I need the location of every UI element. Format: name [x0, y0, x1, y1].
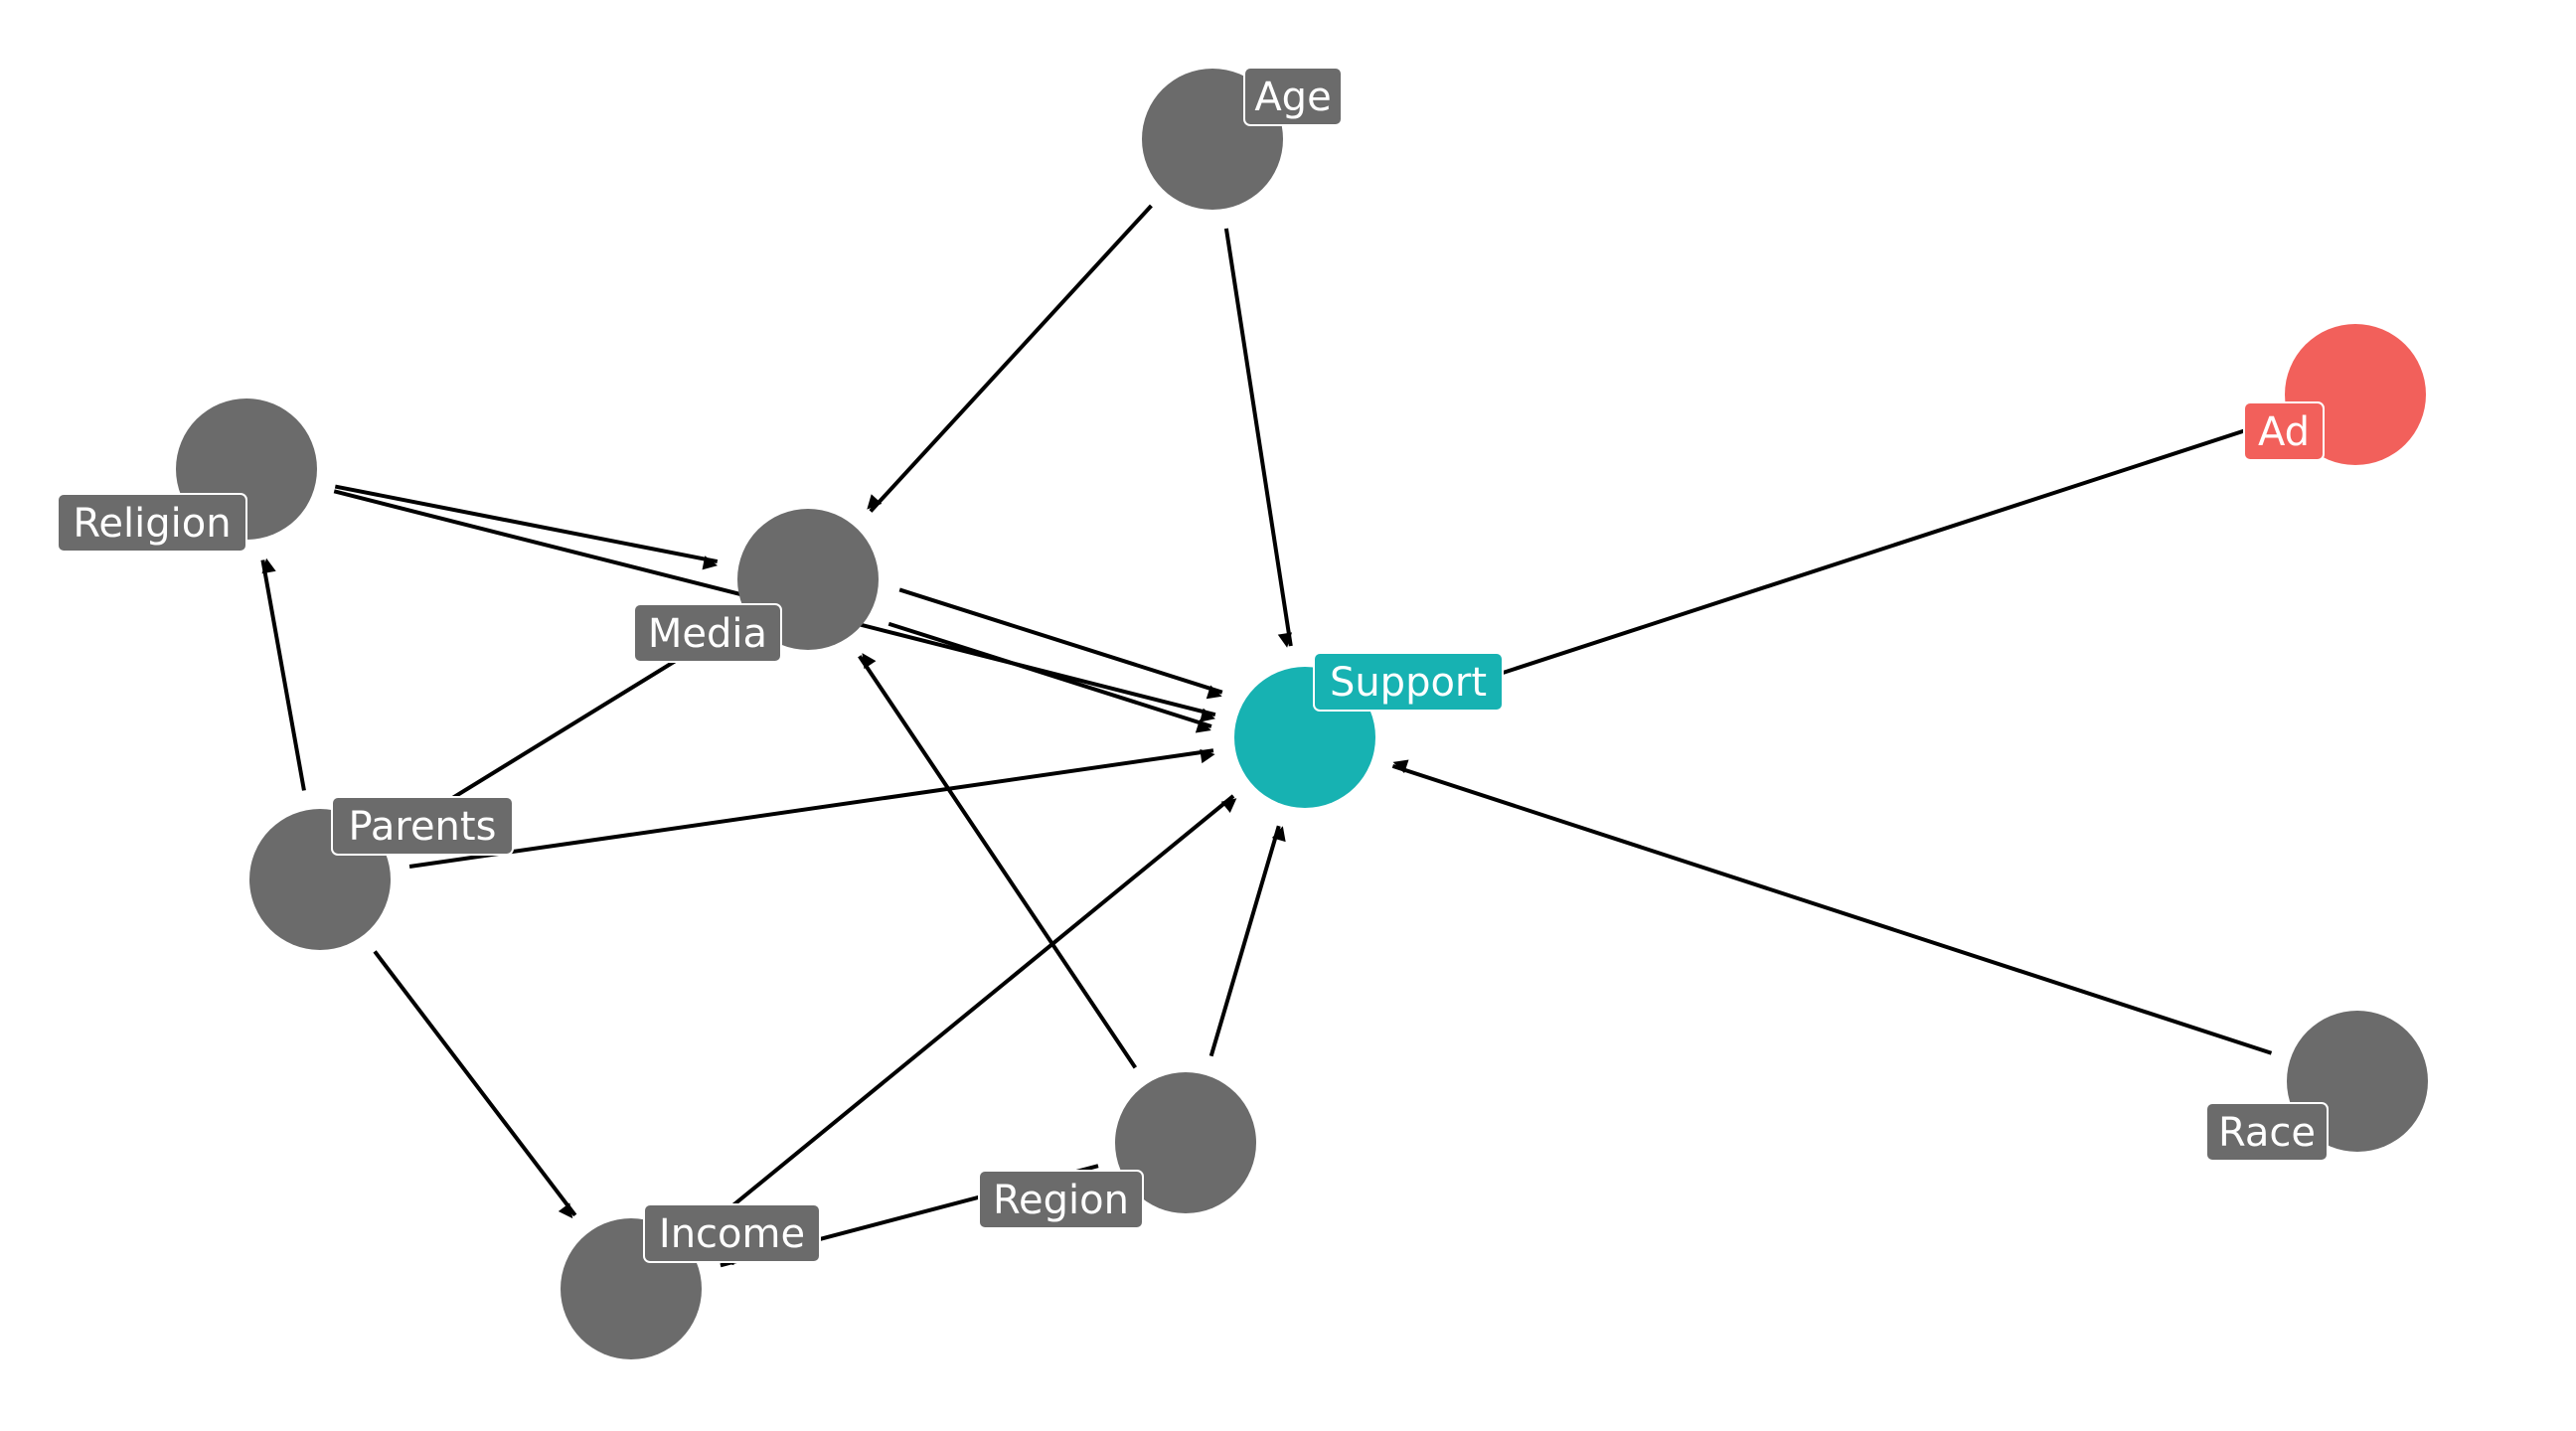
edge-age-to-support	[1223, 228, 1293, 648]
edge-media-to-support	[887, 621, 1212, 733]
labels-layer: AgeAdReligionMediaSupportParentsRegionIn…	[57, 67, 2329, 1263]
label-text-income: Income	[659, 1211, 805, 1257]
edge-religion-to-media	[334, 484, 719, 570]
label-text-ad: Ad	[2258, 409, 2310, 455]
label-region: Region	[978, 1170, 1144, 1229]
label-text-religion: Religion	[73, 501, 231, 547]
edge-parents-to-religion	[260, 557, 306, 791]
label-box-support	[1313, 652, 1504, 712]
label-media: Media	[633, 603, 782, 663]
label-income: Income	[643, 1203, 821, 1263]
label-box-parents	[331, 796, 514, 856]
edge-parents-to-support	[408, 748, 1215, 869]
label-age: Age	[1243, 67, 1343, 126]
label-text-region: Region	[993, 1178, 1129, 1223]
edge-age-to-media	[867, 204, 1153, 513]
label-box-age	[1243, 67, 1343, 126]
label-box-ad	[2243, 401, 2325, 461]
label-ad: Ad	[2243, 401, 2325, 461]
edge-race-to-support	[1391, 759, 2273, 1055]
edge-parents-to-income	[373, 950, 577, 1219]
node-region	[1115, 1072, 1256, 1213]
label-box-region	[978, 1170, 1144, 1229]
label-race: Race	[2205, 1102, 2329, 1162]
nodes-layer	[176, 69, 2428, 1359]
label-box-religion	[57, 493, 247, 553]
edge-region-to-media	[858, 653, 1137, 1069]
label-box-income	[643, 1203, 821, 1263]
label-text-support: Support	[1330, 660, 1487, 706]
edge-ad-to-support	[1391, 420, 2271, 712]
label-text-age: Age	[1254, 75, 1331, 120]
label-text-parents: Parents	[349, 804, 497, 850]
label-support: Support	[1313, 652, 1504, 712]
label-text-media: Media	[648, 611, 767, 657]
edge-income-to-support	[700, 794, 1237, 1233]
label-parents: Parents	[331, 796, 514, 856]
label-text-race: Race	[2218, 1110, 2316, 1156]
edge-region-to-support	[1208, 825, 1286, 1057]
label-box-race	[2205, 1102, 2329, 1162]
label-religion: Religion	[57, 493, 247, 553]
label-box-media	[633, 603, 782, 663]
edge-media-to-support	[898, 587, 1223, 700]
